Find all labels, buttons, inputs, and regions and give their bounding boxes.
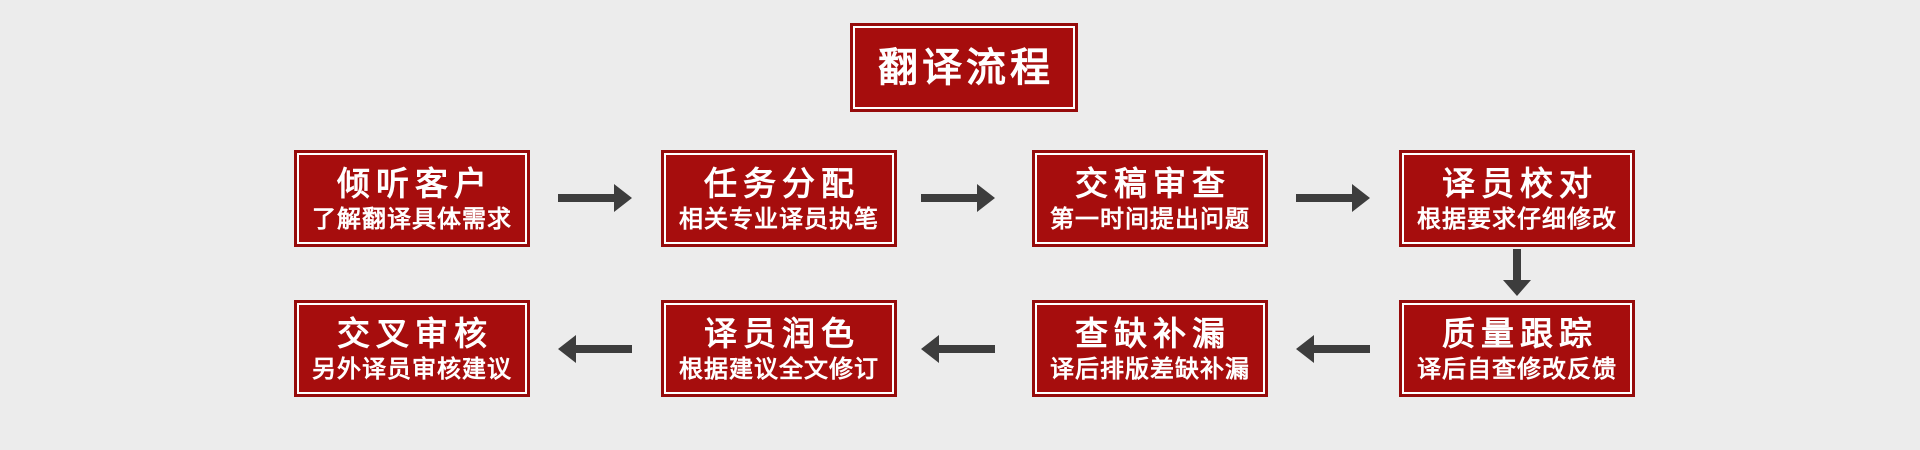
arrow-head: [614, 184, 632, 212]
arrow-head: [921, 335, 939, 363]
step-title: 倾听客户: [337, 165, 493, 203]
arrow-head: [1503, 280, 1531, 296]
step-title: 查缺补漏: [1075, 315, 1231, 353]
step-translator-proofreading: 译员校对 根据要求仔细修改: [1399, 150, 1635, 247]
step-draft-review: 交稿审查 第一时间提出问题: [1032, 150, 1268, 247]
step-subtitle: 相关专业译员执笔: [679, 205, 879, 233]
arrow-right-icon: [1296, 184, 1370, 212]
step-subtitle: 译后排版差缺补漏: [1050, 355, 1250, 383]
step-title: 任务分配: [704, 165, 860, 203]
arrow-head: [1352, 184, 1370, 212]
step-listen-to-customer: 倾听客户 了解翻译具体需求: [294, 150, 530, 247]
step-translator-polishing: 译员润色 根据建议全文修订: [661, 300, 897, 397]
arrow-left-icon: [1296, 335, 1370, 363]
arrow-shaft: [1314, 345, 1370, 353]
step-subtitle: 第一时间提出问题: [1050, 205, 1250, 233]
step-title: 译员润色: [704, 315, 860, 353]
flowchart-title-box: 翻译流程: [850, 23, 1078, 112]
step-title: 交稿审查: [1075, 165, 1231, 203]
arrow-shaft: [558, 194, 614, 202]
arrow-shaft: [939, 345, 995, 353]
step-title: 译员校对: [1442, 165, 1598, 203]
arrow-head: [558, 335, 576, 363]
arrow-right-icon: [558, 184, 632, 212]
arrow-shaft: [576, 345, 632, 353]
arrow-shaft: [921, 194, 977, 202]
arrow-head: [1296, 335, 1314, 363]
arrow-down-icon: [1503, 249, 1531, 296]
step-title: 交叉审核: [337, 315, 493, 353]
arrow-left-icon: [558, 335, 632, 363]
step-quality-tracking: 质量跟踪 译后自查修改反馈: [1399, 300, 1635, 397]
arrow-head: [977, 184, 995, 212]
step-title: 质量跟踪: [1442, 315, 1598, 353]
arrow-shaft: [1296, 194, 1352, 202]
step-gap-filling: 查缺补漏 译后排版差缺补漏: [1032, 300, 1268, 397]
step-subtitle: 根据建议全文修订: [679, 355, 879, 383]
step-subtitle: 另外译员审核建议: [312, 355, 512, 383]
step-task-assignment: 任务分配 相关专业译员执笔: [661, 150, 897, 247]
step-subtitle: 根据要求仔细修改: [1417, 205, 1617, 233]
arrow-right-icon: [921, 184, 995, 212]
step-subtitle: 了解翻译具体需求: [312, 205, 512, 233]
step-cross-review: 交叉审核 另外译员审核建议: [294, 300, 530, 397]
arrow-left-icon: [921, 335, 995, 363]
step-subtitle: 译后自查修改反馈: [1417, 355, 1617, 383]
arrow-shaft: [1513, 249, 1521, 280]
flowchart-title: 翻译流程: [878, 45, 1054, 90]
